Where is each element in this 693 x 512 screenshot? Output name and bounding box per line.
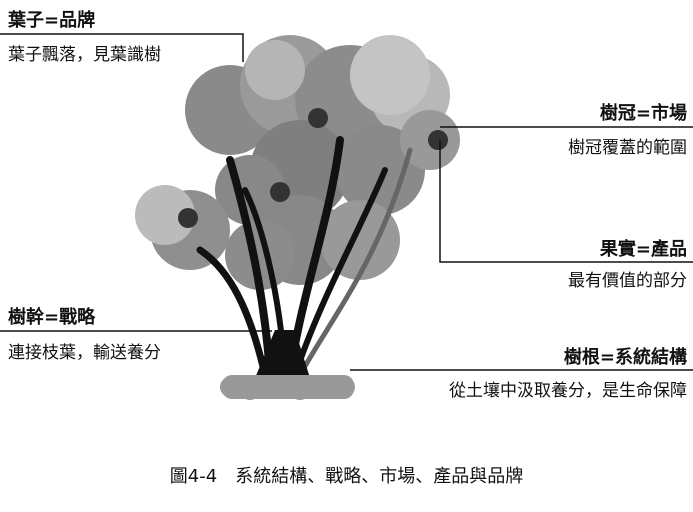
fruits xyxy=(178,108,448,228)
leader-lines xyxy=(0,33,693,371)
trunk-base xyxy=(255,330,310,378)
fruit-desc: 最有價值的部分 xyxy=(568,271,687,291)
crown-desc: 樹冠覆蓋的範圍 xyxy=(568,138,687,158)
root-desc: 從土壤中汲取養分，是生命保障 xyxy=(449,381,687,401)
ground xyxy=(220,375,355,400)
trunk-desc: 連接枝葉，輸送養分 xyxy=(8,343,161,363)
trunk-title: 樹幹=戰略 xyxy=(8,307,96,328)
root-title: 樹根=系統結構 xyxy=(563,347,687,368)
leaf-title: 葉子=品牌 xyxy=(8,10,96,31)
leaf-desc: 葉子飄落，見葉識樹 xyxy=(8,45,161,65)
crown-title: 樹冠=市場 xyxy=(599,103,687,124)
canopy xyxy=(135,35,460,290)
figure-caption: 圖4-4 系統結構、戰略、市場、產品與品牌 xyxy=(169,466,524,487)
fruit-title: 果實=產品 xyxy=(599,239,687,260)
